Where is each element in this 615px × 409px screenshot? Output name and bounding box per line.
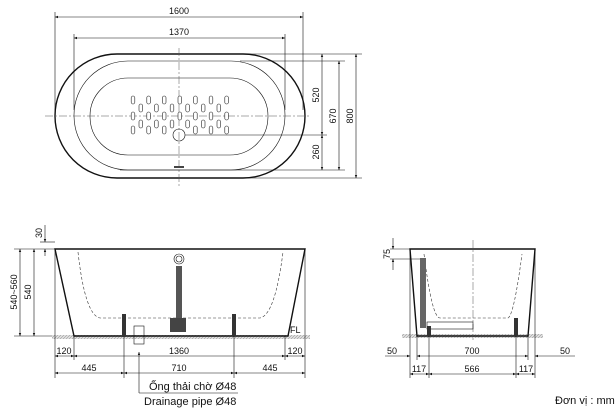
slot [193, 95, 198, 105]
dim-260: 260 [311, 144, 321, 159]
slot [224, 125, 229, 135]
slot [130, 95, 136, 105]
top-view: 1600 1370 520 260 670 800 [45, 6, 362, 186]
dim-566: 566 [464, 364, 479, 374]
slot [185, 119, 190, 129]
slot [208, 111, 214, 121]
dim-120-right: 120 [287, 346, 302, 356]
slot [216, 103, 221, 113]
dim-1370: 1370 [169, 27, 189, 37]
slot [154, 119, 159, 129]
floor-label: FL [290, 325, 301, 335]
dim-700: 700 [464, 346, 479, 356]
dim-1360: 1360 [169, 346, 189, 356]
anti-slip-slots [130, 95, 229, 135]
slot [185, 103, 190, 113]
slot [193, 111, 198, 121]
dim-1600: 1600 [169, 6, 189, 16]
dim-50-left: 50 [387, 346, 397, 356]
slot [146, 111, 151, 121]
dim-50-right: 50 [560, 346, 570, 356]
slot [162, 95, 167, 105]
slot [146, 95, 151, 105]
tub-front-outline [54, 248, 306, 337]
slot [208, 125, 214, 135]
slot [177, 95, 182, 105]
dim-800: 800 [345, 108, 355, 123]
slot [193, 125, 198, 135]
dim-540-560: 540~560 [9, 274, 19, 309]
slot [216, 119, 221, 129]
dim-670: 670 [328, 108, 338, 123]
slot [154, 103, 159, 113]
dim-540: 540 [23, 284, 33, 299]
drain-pipe-label-vi: Ống thải chờ Ø48 [149, 379, 236, 393]
slot [177, 111, 182, 121]
dim-520: 520 [311, 87, 321, 102]
drain-pipe [176, 266, 182, 326]
side-view: 75 50 700 50 117 566 117 [382, 238, 575, 378]
slot [138, 119, 143, 129]
dim-445-left: 445 [81, 363, 96, 373]
slot [130, 125, 136, 135]
dim-30: 30 [34, 228, 44, 238]
slot [162, 111, 167, 121]
drain-pipe-label-en: Drainage pipe Ø48 [144, 396, 236, 408]
overflow-mark [174, 166, 184, 168]
dim-117-left: 117 [412, 364, 426, 374]
dim-120-left: 120 [56, 346, 71, 356]
slot [169, 103, 175, 113]
slot [224, 95, 229, 105]
unit-label: Đơn vị : mm [555, 395, 615, 407]
front-view: FL 540~560 540 30 120 1360 120 445 710 4… [9, 225, 310, 408]
floor [52, 335, 310, 339]
slot [146, 125, 151, 135]
slot [224, 111, 229, 121]
slot [201, 119, 206, 129]
slot [162, 125, 167, 135]
dim-710: 710 [171, 363, 186, 373]
slot [201, 103, 206, 113]
slot [130, 111, 136, 121]
slot [169, 119, 175, 129]
slot [138, 103, 143, 113]
dim-117-right: 117 [519, 364, 533, 374]
dim-75: 75 [382, 249, 392, 259]
dim-445-right: 445 [262, 363, 277, 373]
slot [208, 95, 214, 105]
